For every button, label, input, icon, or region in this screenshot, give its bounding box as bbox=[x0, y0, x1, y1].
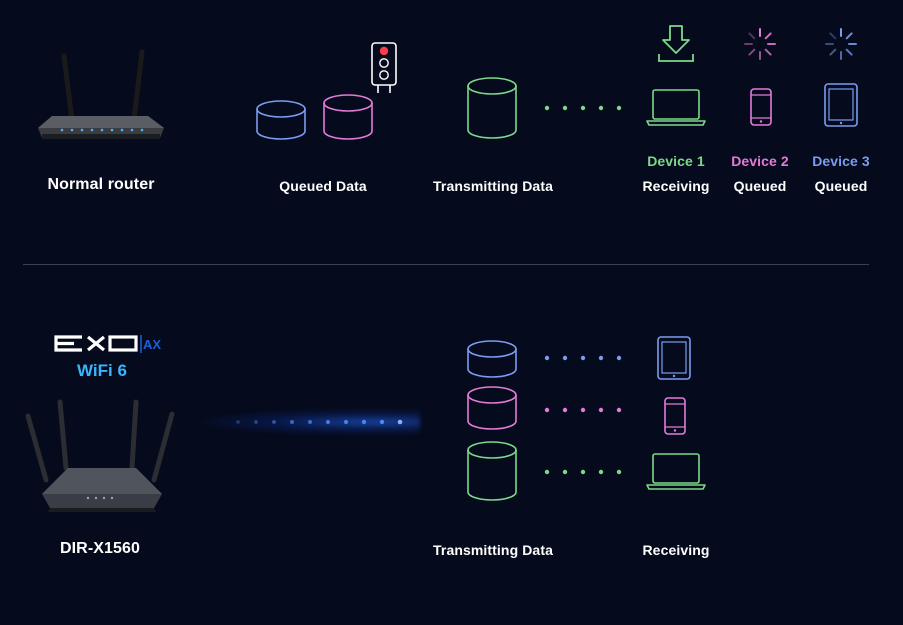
laptop-icon-bottom bbox=[646, 453, 706, 490]
device-2-status: Queued bbox=[733, 178, 787, 194]
exo-logo: AX bbox=[54, 335, 161, 353]
transmitting-data-label-top: Transmitting Data bbox=[433, 178, 553, 194]
wifi6-signal-beam-dots bbox=[236, 419, 403, 425]
transmission-dots-green bbox=[544, 469, 622, 475]
device-3-status: Queued bbox=[814, 178, 868, 194]
phone-icon-bottom bbox=[664, 397, 686, 435]
transmitting-data-blue-icon bbox=[467, 340, 517, 378]
queued-data-pink-icon bbox=[323, 94, 373, 140]
dir-x1560-label: DIR-X1560 bbox=[59, 540, 141, 557]
device-1-status: Receiving bbox=[642, 178, 710, 194]
transmitting-data-green-icon bbox=[467, 77, 517, 139]
normal-router-icon bbox=[38, 49, 164, 139]
queued-data-blue-icon bbox=[256, 100, 306, 140]
svg-text:AX: AX bbox=[143, 337, 161, 352]
tablet-icon-bottom bbox=[657, 336, 691, 380]
tablet-icon-device-3 bbox=[824, 83, 858, 127]
download-icon bbox=[658, 25, 694, 62]
transmitting-data-pink-icon bbox=[467, 386, 517, 430]
transmission-dots-pink bbox=[544, 407, 622, 413]
transmission-dots-blue bbox=[544, 355, 622, 361]
section-divider bbox=[23, 264, 869, 265]
transmission-dots-top bbox=[544, 105, 622, 111]
device-2-name: Device 2 bbox=[731, 153, 789, 169]
receiving-label-bottom: Receiving bbox=[642, 542, 710, 558]
stoplight-icon bbox=[371, 42, 397, 93]
device-3-name: Device 3 bbox=[812, 153, 870, 169]
phone-icon-device-2 bbox=[750, 88, 772, 126]
transmitting-data-label-bottom: Transmitting Data bbox=[433, 542, 553, 558]
dir-x1560-router-icon bbox=[25, 399, 175, 512]
loading-spinner-icon-device-2 bbox=[744, 28, 776, 60]
normal-router-label: Normal router bbox=[47, 176, 155, 193]
loading-spinner-icon-device-3 bbox=[825, 28, 857, 60]
wifi6-label: WiFi 6 bbox=[77, 361, 127, 380]
device-1-name: Device 1 bbox=[647, 153, 705, 169]
queued-data-label: Queued Data bbox=[279, 178, 367, 194]
laptop-icon-device-1 bbox=[646, 89, 706, 126]
transmitting-data-green-icon-bottom bbox=[467, 441, 517, 501]
